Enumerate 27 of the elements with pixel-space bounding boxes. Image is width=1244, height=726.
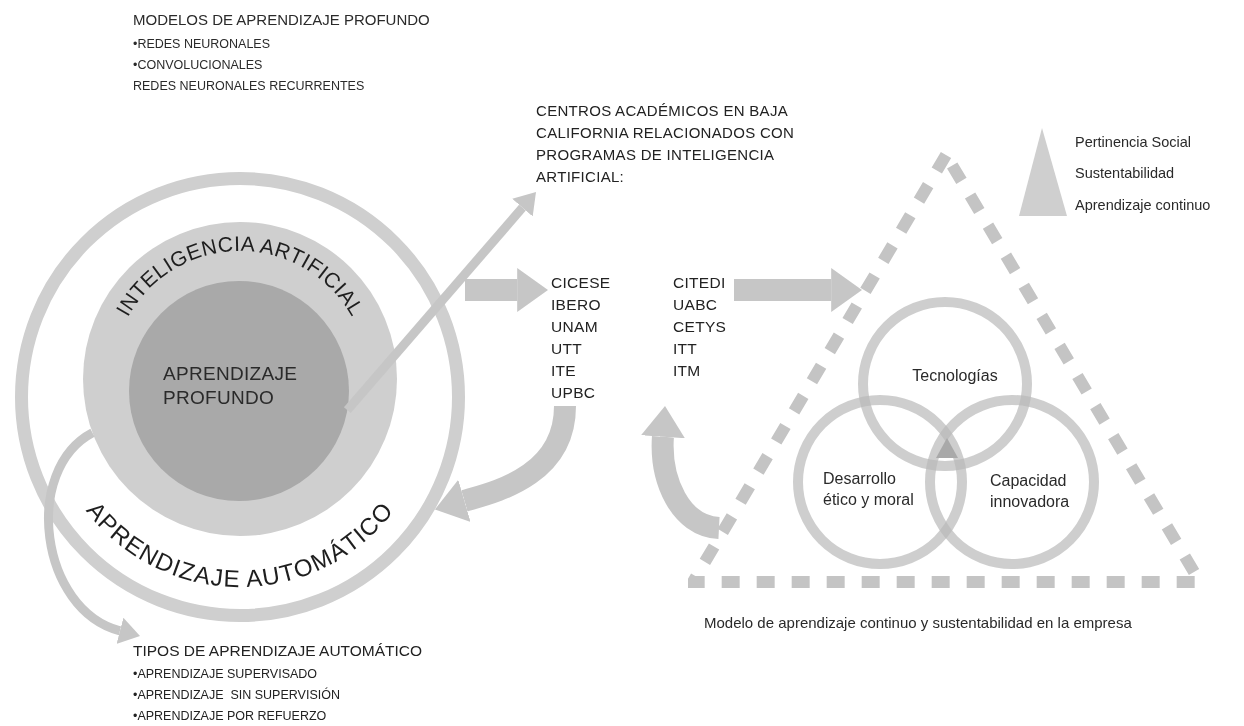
venn-circle (925, 395, 1099, 569)
circle-label: Desarrollo ético y moral (823, 469, 915, 510)
list-text: CITEDI UABC CETYS ITT ITM (673, 273, 727, 381)
heading-text: MODELOS DE APRENDIZAJE PROFUNDO (133, 10, 430, 30)
circle-label: Tecnologías (911, 366, 999, 386)
venn-circle (858, 297, 1032, 471)
legend-text: Pertinencia Social (1075, 133, 1192, 152)
caption-text: Modelo de aprendizaje continuo y sustentabilidad en la empresa (704, 613, 1133, 633)
list-item: •REDES NEURONALES (133, 36, 271, 53)
arrow (343, 192, 536, 414)
list-item: REDES NEURONALES RECURRENTES (133, 78, 365, 95)
legend-text: Aprendizaje continuo (1075, 196, 1211, 215)
outer-ring (15, 172, 465, 622)
list-item: •APRENDIZAJE POR REFUERZO (133, 708, 328, 725)
circle-label: APRENDIZAJE PROFUNDO (163, 362, 299, 410)
list-item: •APRENDIZAJE SUPERVISADO (133, 666, 319, 683)
block-arrow (465, 268, 548, 312)
list-heading: TIPOS DE APRENDIZAJE AUTOMÁTICO (133, 641, 424, 661)
circle-label: Capacidad innovadora (990, 471, 1071, 512)
list-item: •APRENDIZAJE SIN SUPERVISIÓN (133, 686, 341, 704)
list-item: •CONVOLUCIONALES (133, 57, 263, 74)
arrow (44, 429, 140, 644)
block-arrow (734, 268, 862, 312)
legend-text: Sustentabilidad (1075, 164, 1175, 183)
venn-circle (793, 395, 967, 569)
list-text: CICESE IBERO UNAM UTT ITE UPBC (551, 273, 611, 403)
heading-text: CENTROS ACADÉMICOS EN BAJA CALIFORNIA RELACIONADOS CON PROGRAMAS DE INTELIGENCIA ARTIFICIAL: (536, 100, 836, 192)
